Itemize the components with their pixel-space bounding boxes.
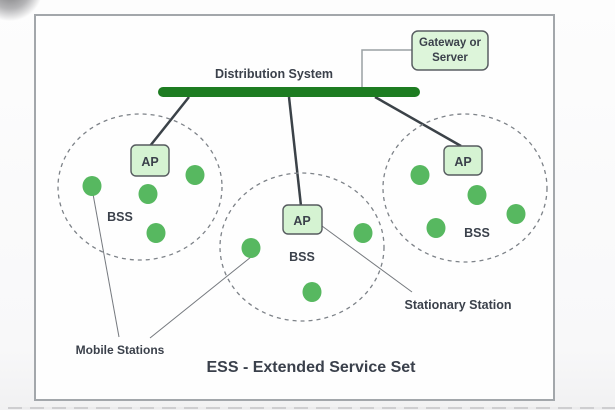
station-dot <box>241 238 261 258</box>
bss-label-left: BSS <box>107 210 133 224</box>
connector-bus-to-ap-right <box>374 95 462 148</box>
station-dot <box>426 218 446 238</box>
bss-label-middle: BSS <box>289 250 315 264</box>
bss-circle-right <box>382 113 548 263</box>
diagram-title: ESS - Extended Service Set <box>207 359 417 376</box>
connector-bus-to-ap-middle <box>287 96 303 207</box>
bss-circle-left <box>57 113 223 261</box>
station-dot <box>302 282 322 302</box>
ap-box-right <box>443 145 483 176</box>
station-dot <box>185 165 205 185</box>
gateway-label-line2: Server <box>432 52 468 64</box>
connector-bus-to-ap-left <box>149 96 190 147</box>
gateway-server-box <box>411 30 489 71</box>
stationary-station-label: Stationary Station <box>405 298 512 312</box>
ap-label-right: AP <box>454 155 471 169</box>
bss-circle-middle <box>219 172 385 322</box>
mobile-stations-label: Mobile Stations <box>76 343 165 357</box>
connector-bus-to-gateway <box>361 49 412 87</box>
distribution-system-label: Distribution System <box>215 67 333 81</box>
page-bottom-edge <box>8 407 615 409</box>
gateway-label-line1: Gateway or <box>419 37 482 49</box>
station-dot <box>82 176 102 196</box>
ap-box-left <box>130 144 170 177</box>
station-dot <box>506 204 526 224</box>
pointer-mobile-station-left <box>92 193 120 338</box>
pointer-stationary-station <box>321 225 413 293</box>
station-dot <box>467 185 487 205</box>
bss-label-right: BSS <box>464 226 490 240</box>
distribution-system-bus <box>158 87 420 97</box>
station-dot <box>353 223 373 243</box>
station-dot <box>410 165 430 185</box>
pointer-mobile-station-middle <box>149 256 252 339</box>
station-dot <box>138 184 158 204</box>
ap-box-middle <box>282 204 323 235</box>
ap-label-middle: AP <box>293 214 310 228</box>
station-dot <box>146 223 166 243</box>
ap-label-left: AP <box>141 155 158 169</box>
